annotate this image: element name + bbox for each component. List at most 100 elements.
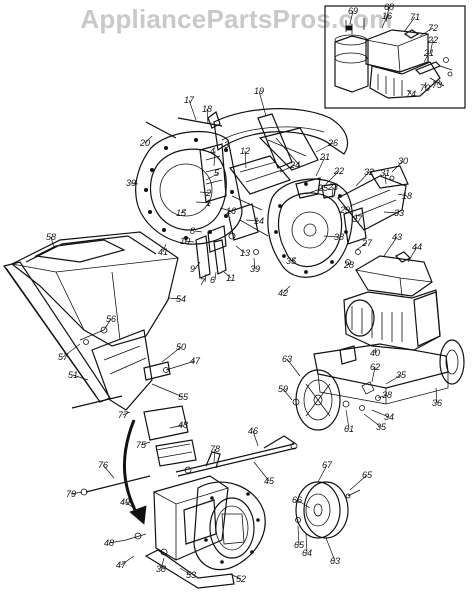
callout-leader-48 [108, 539, 127, 544]
part-callout-10[interactable]: 10 [180, 236, 190, 246]
part-callout-79[interactable]: 79 [66, 489, 76, 499]
part-callout-6[interactable]: 6 [210, 275, 215, 285]
part-callout-17[interactable]: 17 [184, 95, 195, 105]
part-callout-64[interactable]: 64 [302, 548, 312, 558]
part-callout-20[interactable]: 20 [139, 138, 150, 148]
chute-ring-guard [193, 481, 266, 571]
part-callout-66[interactable]: 66 [292, 495, 302, 505]
part-callout-38[interactable]: 38 [156, 564, 166, 574]
part-callout-62[interactable]: 62 [370, 362, 380, 372]
part-callout-54[interactable]: 54 [176, 294, 186, 304]
part-callout-30[interactable]: 30 [398, 156, 408, 166]
part-callout-59[interactable]: 59 [278, 384, 288, 394]
part-callout-36[interactable]: 36 [432, 398, 442, 408]
part-callout-16[interactable]: 16 [226, 206, 236, 216]
part-callout-14[interactable]: 14 [254, 216, 264, 226]
part-callout-70[interactable]: 70 [420, 83, 430, 93]
deflector-lid [369, 165, 409, 189]
part-callout-23[interactable]: 23 [327, 182, 338, 192]
part-callout-1[interactable]: 1 [206, 198, 211, 208]
part-callout-47[interactable]: 47 [190, 356, 201, 366]
part-callout-46[interactable]: 46 [248, 426, 258, 436]
part-callout-3[interactable]: 3 [224, 140, 229, 150]
part-callout-52[interactable]: 52 [236, 574, 246, 584]
part-callout-56[interactable]: 56 [106, 314, 116, 324]
part-callout-35[interactable]: 35 [376, 422, 387, 432]
part-callout-15[interactable]: 15 [176, 208, 187, 218]
part-callout-48[interactable]: 48 [178, 420, 188, 430]
part-callout-63[interactable]: 63 [330, 556, 340, 566]
part-callout-21[interactable]: 21 [319, 152, 330, 162]
part-callout-43[interactable]: 43 [392, 232, 402, 242]
part-callout-57[interactable]: 57 [58, 352, 69, 362]
part-callout-39[interactable]: 39 [250, 264, 260, 274]
part-callout-53[interactable]: 53 [186, 570, 196, 580]
part-callout-31[interactable]: 31 [380, 168, 390, 178]
callout-leader-59 [282, 388, 293, 401]
part-callout-29[interactable]: 29 [339, 205, 350, 215]
part-callout-41[interactable]: 41 [158, 247, 168, 257]
part-callout-51[interactable]: 51 [68, 370, 78, 380]
part-callout-27[interactable]: 27 [361, 238, 373, 248]
part-callout-22[interactable]: 22 [333, 166, 344, 176]
part-callout-61[interactable]: 61 [344, 424, 354, 434]
part-callout-44[interactable]: 44 [412, 242, 422, 252]
part-callout-16[interactable]: 16 [382, 11, 392, 21]
part-callout-55[interactable]: 55 [178, 392, 189, 402]
part-callout-67[interactable]: 67 [322, 460, 333, 470]
part-callout-78[interactable]: 78 [210, 444, 220, 454]
part-callout-71[interactable]: 71 [410, 12, 420, 22]
part-callout-9[interactable]: 9 [190, 264, 195, 274]
part-callout-18[interactable]: 18 [402, 191, 412, 201]
part-callout-39[interactable]: 39 [126, 178, 136, 188]
part-callout-4[interactable]: 4 [210, 146, 215, 156]
part-callout-19[interactable]: 19 [254, 86, 264, 96]
part-callout-28[interactable]: 28 [343, 260, 354, 270]
left-wheel [295, 369, 341, 431]
part-callout-40[interactable]: 40 [370, 348, 380, 358]
part-callout-38[interactable]: 38 [334, 232, 344, 242]
part-callout-33[interactable]: 33 [394, 208, 404, 218]
part-callout-37[interactable]: 37 [352, 214, 363, 224]
part-callout-2[interactable]: 2 [205, 188, 211, 198]
callout-leader-38 [160, 557, 165, 570]
part-callout-72[interactable]: 72 [428, 23, 438, 33]
part-callout-34[interactable]: 34 [384, 412, 394, 422]
part-callout-5[interactable]: 5 [214, 168, 220, 178]
part-callout-35[interactable]: 35 [396, 370, 407, 380]
part-callout-8[interactable]: 8 [190, 226, 195, 236]
part-callout-75[interactable]: 75 [136, 440, 147, 450]
part-callout-13[interactable]: 13 [240, 248, 250, 258]
part-callout-63[interactable]: 63 [282, 354, 292, 364]
right-wheel [439, 339, 465, 385]
part-callout-65[interactable]: 65 [294, 540, 305, 550]
part-callout-22[interactable]: 22 [427, 35, 438, 45]
part-callout-58[interactable]: 58 [46, 232, 56, 242]
callout-leader-37 [355, 213, 358, 220]
part-callout-42[interactable]: 42 [278, 288, 288, 298]
part-callout-32[interactable]: 32 [364, 167, 374, 177]
part-callout-69[interactable]: 69 [348, 6, 358, 16]
part-callout-25[interactable]: 25 [317, 183, 329, 193]
part-callout-11[interactable]: 11 [226, 273, 235, 283]
part-callout-50[interactable]: 50 [176, 342, 186, 352]
part-callout-73[interactable]: 73 [432, 80, 442, 90]
part-callout-35[interactable]: 35 [286, 256, 297, 266]
part-callout-65[interactable]: 65 [362, 470, 373, 480]
part-callout-24[interactable]: 24 [289, 160, 300, 170]
part-callout-38[interactable]: 38 [382, 390, 392, 400]
callout-leader-39 [130, 182, 139, 185]
part-callout-47[interactable]: 47 [116, 560, 127, 570]
part-callout-18[interactable]: 18 [202, 104, 212, 114]
part-callout-76[interactable]: 76 [98, 460, 108, 470]
part-callout-74[interactable]: 74 [406, 89, 416, 99]
part-callout-68[interactable]: 68 [384, 2, 394, 12]
part-callout-26[interactable]: 26 [327, 138, 338, 148]
part-callout-21[interactable]: 21 [423, 48, 434, 58]
part-callout-7[interactable]: 7 [200, 277, 206, 287]
part-callout-77[interactable]: 77 [118, 410, 129, 420]
part-callout-49[interactable]: 49 [120, 497, 130, 507]
part-callout-45[interactable]: 45 [264, 476, 275, 486]
part-callout-48[interactable]: 48 [104, 538, 114, 548]
part-callout-12[interactable]: 12 [240, 146, 250, 156]
